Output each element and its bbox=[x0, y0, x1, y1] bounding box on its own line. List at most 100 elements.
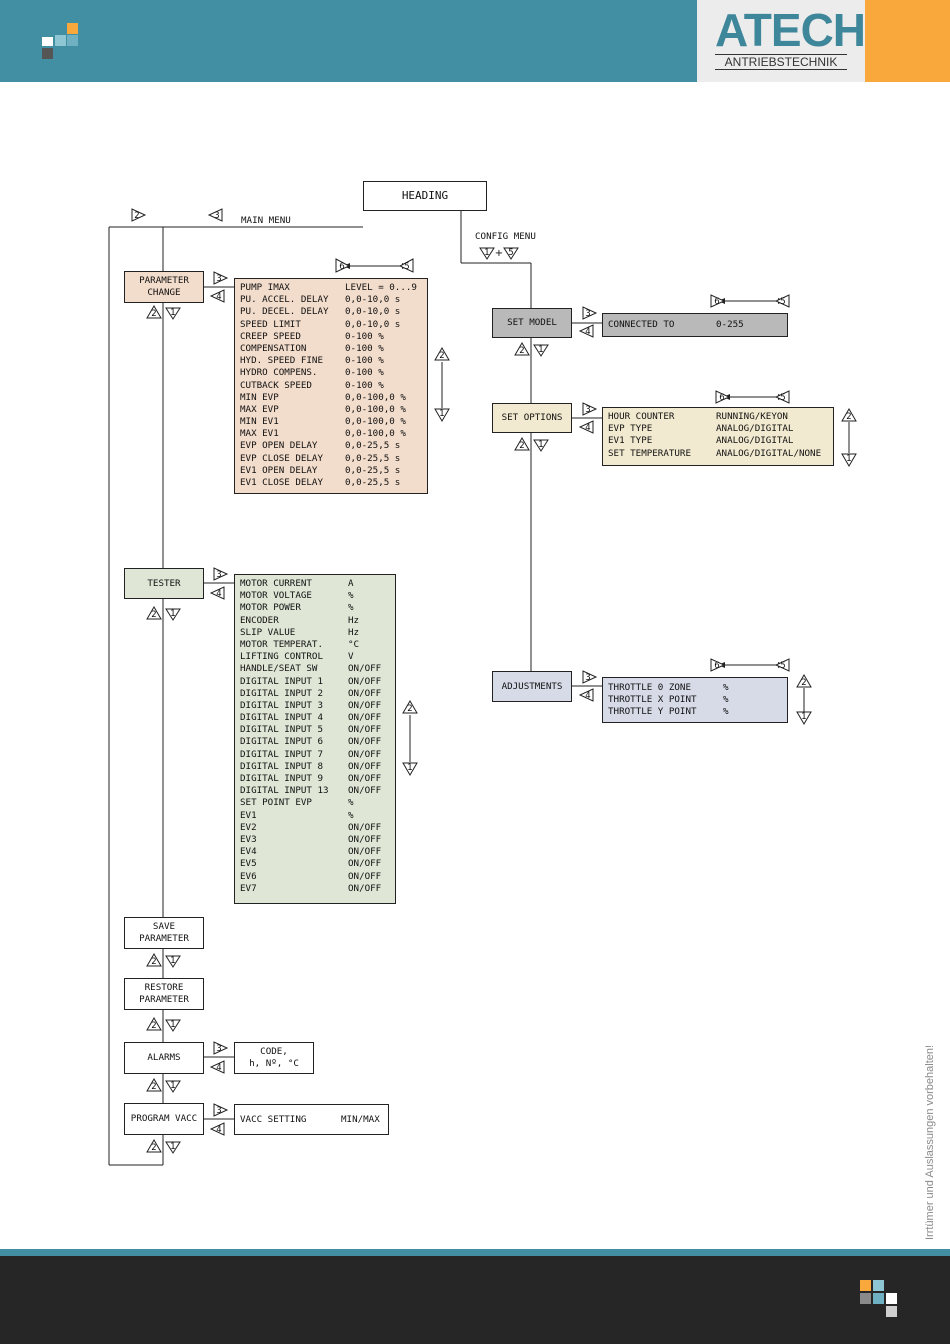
list-row-value: 0-100 % bbox=[345, 379, 384, 391]
list-row-label: DIGITAL INPUT 8 bbox=[240, 760, 323, 772]
svg-text:3: 3 bbox=[585, 309, 590, 319]
list-row-label: PU. ACCEL. DELAY bbox=[240, 294, 329, 306]
list-row: THROTTLE 0 ZONE% bbox=[608, 682, 787, 694]
heading-box[interactable]: HEADING bbox=[363, 181, 487, 211]
list-row-value: 0,0-100,0 % bbox=[345, 416, 406, 428]
list-row-label: MOTOR VOLTAGE bbox=[240, 590, 312, 602]
list-row-value: 0,0-10,0 s bbox=[345, 294, 401, 306]
list-row-value: ON/OFF bbox=[348, 675, 382, 687]
list-row-label: SLIP VALUE bbox=[240, 626, 296, 638]
list-row-value: ON/OFF bbox=[348, 724, 382, 736]
list-row-value: MIN/MAX bbox=[341, 1114, 380, 1125]
adjustments-node[interactable]: ADJUSTMENTS bbox=[492, 671, 572, 702]
svg-text:3: 3 bbox=[585, 673, 590, 683]
svg-text:1: 1 bbox=[170, 609, 175, 619]
list-row: MOTOR TEMPERAT.°C bbox=[240, 639, 395, 651]
list-row-label: HANDLE/SEAT SW bbox=[240, 663, 318, 675]
svg-text:1: 1 bbox=[538, 440, 543, 450]
list-row-label: EV2 bbox=[240, 821, 257, 833]
list-row-value: 0-100 % bbox=[345, 342, 384, 354]
list-row-value: % bbox=[723, 694, 729, 706]
list-row-label: EV3 bbox=[240, 833, 257, 845]
list-row-label: EVP OPEN DELAY bbox=[240, 440, 318, 452]
list-row: EV1% bbox=[240, 810, 395, 822]
svg-text:3: 3 bbox=[214, 211, 219, 221]
svg-text:2: 2 bbox=[151, 1082, 156, 1092]
alarms-detail-line2: h, Nº, °C bbox=[249, 1058, 299, 1069]
svg-text:6: 6 bbox=[714, 297, 719, 307]
list-row-value: 0,0-100,0 % bbox=[345, 403, 406, 415]
list-row-label: EV1 TYPE bbox=[608, 435, 653, 447]
set-model-node[interactable]: SET MODEL bbox=[492, 308, 572, 338]
list-row-value: 0,0-25,5 s bbox=[345, 452, 401, 464]
config-menu-label: CONFIG MENU bbox=[475, 231, 536, 242]
list-row-label: DIGITAL INPUT 4 bbox=[240, 712, 323, 724]
svg-text:4: 4 bbox=[216, 292, 221, 302]
list-row-label: DIGITAL INPUT 9 bbox=[240, 773, 323, 784]
list-row-value: ON/OFF bbox=[348, 882, 382, 894]
tester-node[interactable]: TESTER bbox=[124, 568, 204, 599]
list-row: MOTOR POWER% bbox=[240, 602, 395, 614]
svg-text:2: 2 bbox=[151, 610, 156, 620]
list-row-label: SPEED LIMIT bbox=[240, 318, 301, 330]
svg-text:2: 2 bbox=[846, 412, 851, 422]
save-parameter-node[interactable]: SAVE PARAMETER bbox=[124, 917, 204, 949]
list-row-label: CONNECTED TO bbox=[608, 319, 675, 330]
list-row-label: MOTOR TEMPERAT. bbox=[240, 638, 323, 650]
list-row-value: 0,0-10,0 s bbox=[345, 306, 401, 318]
alarms-detail-line1: CODE, bbox=[260, 1046, 288, 1057]
alarms-node[interactable]: ALARMS bbox=[124, 1042, 204, 1074]
list-row-value: % bbox=[723, 706, 729, 718]
list-row-value: 0,0-25,5 s bbox=[345, 477, 401, 488]
set-options-node[interactable]: SET OPTIONS bbox=[492, 403, 572, 433]
restore-parameter-node[interactable]: RESTORE PARAMETER bbox=[124, 978, 204, 1010]
list-row-label: MAX EVP bbox=[240, 403, 279, 415]
svg-text:3: 3 bbox=[585, 405, 590, 415]
list-row-label: PU. DECEL. DELAY bbox=[240, 306, 329, 318]
list-row-label: EV5 bbox=[240, 858, 257, 870]
svg-text:1: 1 bbox=[170, 956, 175, 966]
list-row-value: % bbox=[348, 809, 354, 821]
list-row-label: VACC SETTING bbox=[240, 1114, 307, 1125]
svg-text:1: 1 bbox=[484, 248, 489, 258]
svg-text:1: 1 bbox=[801, 712, 806, 722]
list-row-label: THROTTLE 0 ZONE bbox=[608, 682, 691, 693]
parameter-change-node[interactable]: PARAMETER CHANGE bbox=[124, 271, 204, 303]
list-row-value: % bbox=[723, 682, 729, 693]
svg-text:1: 1 bbox=[170, 1081, 175, 1091]
list-row-value: % bbox=[348, 797, 354, 809]
svg-text:6: 6 bbox=[719, 393, 724, 403]
svg-text:5: 5 bbox=[780, 297, 785, 307]
list-row-label: EV4 bbox=[240, 846, 257, 858]
list-row-value: ON/OFF bbox=[348, 785, 382, 797]
svg-text:3: 3 bbox=[216, 274, 221, 284]
svg-text:1: 1 bbox=[170, 1142, 175, 1152]
list-row-value: 0-100 % bbox=[345, 367, 384, 379]
svg-text:2: 2 bbox=[151, 1143, 156, 1153]
list-row-label: MOTOR POWER bbox=[240, 602, 301, 614]
list-row-label: DIGITAL INPUT 1 bbox=[240, 675, 323, 687]
list-row-value: ON/OFF bbox=[348, 870, 382, 882]
header-accent-block bbox=[865, 0, 950, 82]
list-row-value: 0-100 % bbox=[345, 355, 384, 367]
svg-text:2: 2 bbox=[151, 309, 156, 319]
program-vacc-node[interactable]: PROGRAM VACC bbox=[124, 1103, 204, 1135]
list-row-value: ON/OFF bbox=[348, 736, 382, 748]
